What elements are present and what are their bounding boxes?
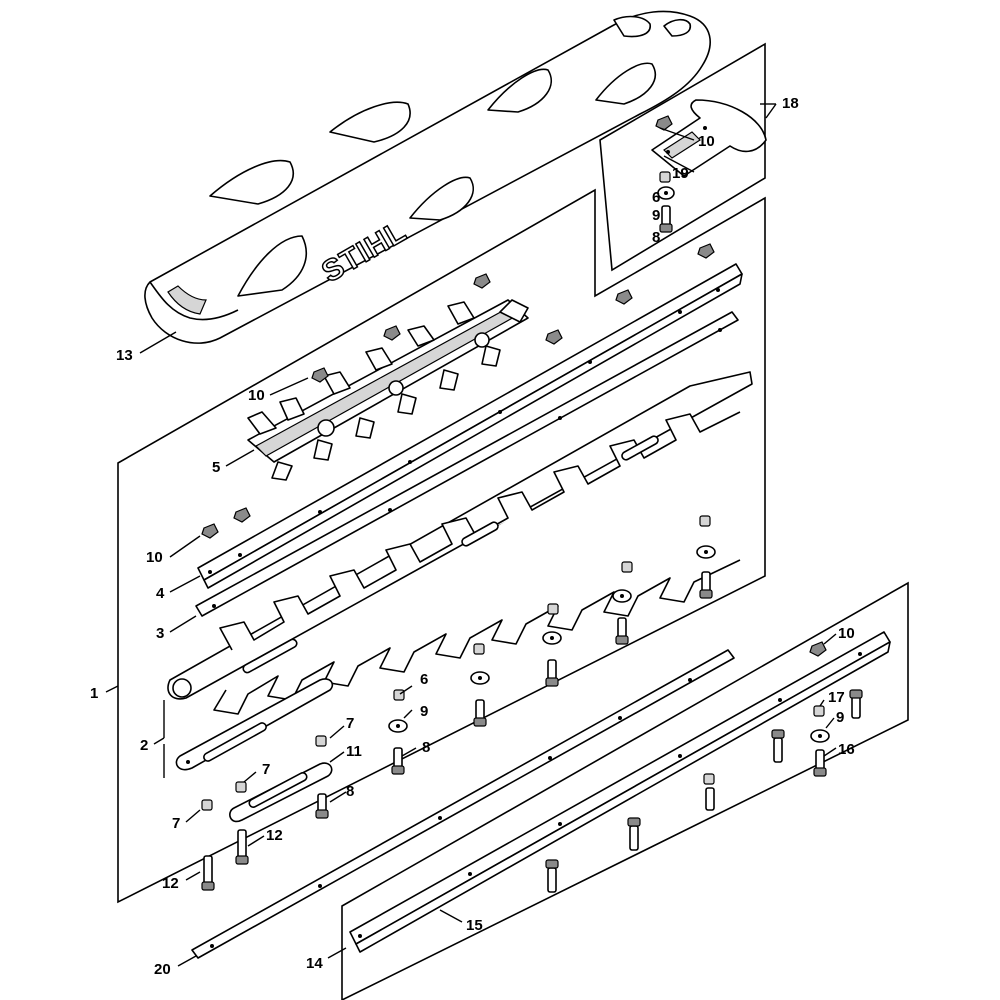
- spacer-strip: [191, 649, 735, 959]
- callout-18: 18: [782, 95, 799, 112]
- callout-7-b: 7: [262, 761, 270, 778]
- callout-labels: 1 2 3 4 5 6 6 7 7 7 8 8 8 9 9 9 10 10 10…: [90, 95, 855, 978]
- callout-12-b: 12: [162, 875, 179, 892]
- guide-plate: [229, 762, 333, 823]
- nut-10: [201, 243, 827, 657]
- callout-10-upper: 10: [698, 133, 715, 150]
- callout-8-lower: 8: [346, 783, 354, 800]
- callout-9-middle: 9: [420, 703, 428, 720]
- callout-1: 1: [90, 685, 98, 702]
- callout-8-upper: 8: [652, 229, 660, 246]
- assembly-14-outline: [341, 581, 909, 1000]
- guide-rail-upper: [197, 263, 743, 589]
- sleeve-18: [659, 171, 671, 183]
- blade-carrier: [247, 299, 529, 481]
- callout-6-lower: 6: [420, 671, 428, 688]
- lower-fastener-set: [545, 689, 863, 893]
- callout-10-left: 10: [146, 549, 163, 566]
- callout-4: 4: [156, 585, 165, 602]
- callout-20: 20: [154, 961, 171, 978]
- fastener-set: [201, 515, 716, 891]
- blade-plate: [195, 311, 739, 617]
- guide-rail-lower: [349, 631, 891, 953]
- callout-10-carrier: 10: [248, 387, 265, 404]
- callout-7-a: 7: [346, 715, 354, 732]
- washer-18: [657, 186, 675, 200]
- callout-7-c: 7: [172, 815, 180, 832]
- callout-12-a: 12: [266, 827, 283, 844]
- leader-lines: [105, 103, 837, 967]
- assembly-1-outline: [117, 188, 766, 904]
- blade-guard-scabbard: STIHL: [144, 10, 711, 344]
- callout-9-upper: 9: [652, 207, 660, 224]
- callout-14: 14: [306, 955, 323, 972]
- callout-3: 3: [156, 625, 164, 642]
- callout-17: 17: [828, 689, 845, 706]
- screw-18: [659, 205, 673, 233]
- callout-5: 5: [212, 459, 220, 476]
- callout-2: 2: [140, 737, 148, 754]
- callout-9-lower: 9: [836, 709, 844, 726]
- nut-18: [655, 115, 673, 131]
- cutter-blade-lower: [175, 678, 334, 771]
- assembly-18-outline: [599, 42, 766, 272]
- cutter-blade-upper: [167, 371, 753, 715]
- callout-6-upper: 6: [652, 189, 660, 206]
- callout-10-lower: 10: [838, 625, 855, 642]
- callout-19: 19: [672, 165, 689, 182]
- callout-15: 15: [466, 917, 483, 934]
- callout-11: 11: [346, 743, 362, 760]
- callout-13: 13: [116, 347, 133, 364]
- callout-8-middle: 8: [422, 739, 430, 756]
- callout-16: 16: [838, 741, 855, 758]
